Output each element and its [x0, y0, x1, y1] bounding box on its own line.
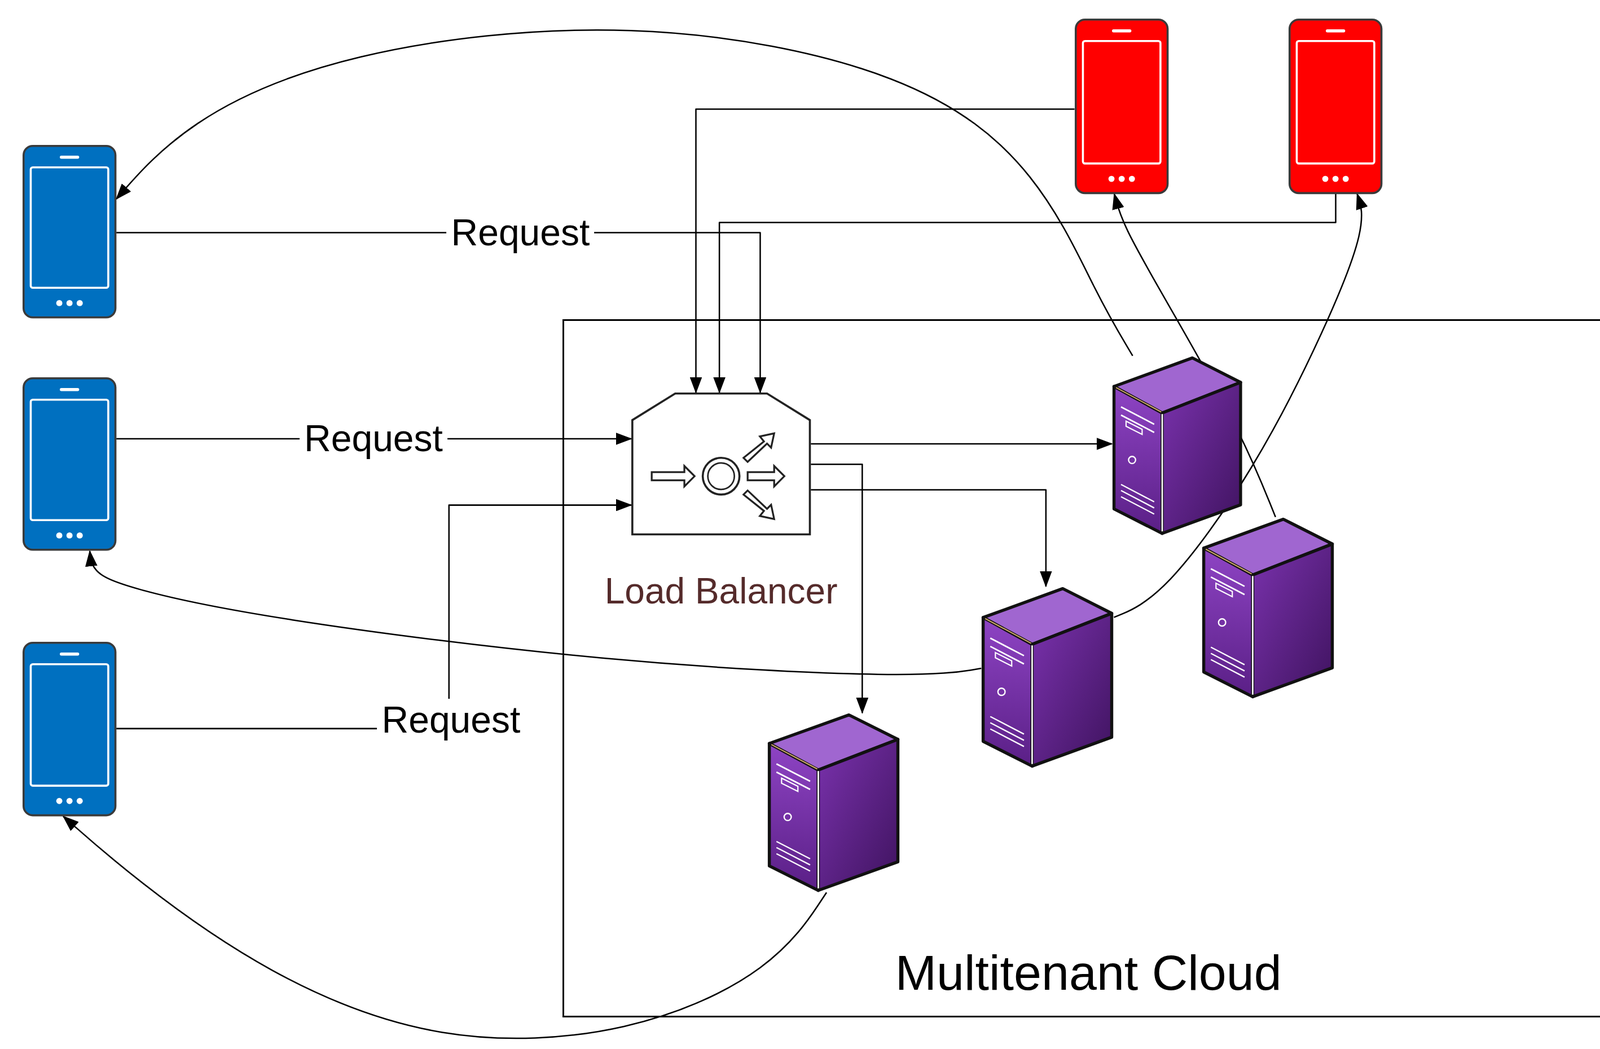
mobile-phone [22, 642, 117, 817]
server [1111, 355, 1243, 536]
server [767, 713, 900, 893]
server [981, 586, 1114, 769]
connector [116, 29, 1133, 356]
edge-label: Request [299, 417, 448, 461]
phone-shape [22, 377, 117, 552]
mobile-phone [22, 377, 117, 552]
server-shape [1111, 355, 1243, 536]
node-label: Load Balancer [604, 570, 838, 613]
connector [810, 443, 1112, 446]
mobile-phone [1288, 18, 1383, 195]
server-shape [767, 713, 900, 893]
phone-shape [22, 642, 117, 817]
load-balancer: Load Balancer [631, 392, 811, 536]
connector [63, 816, 827, 1039]
mobile-phone [1074, 18, 1169, 195]
lb-shape [631, 392, 811, 536]
connector [116, 233, 760, 393]
phone-shape [1074, 18, 1169, 195]
server-shape [981, 586, 1114, 769]
connector [89, 551, 982, 675]
mobile-phone [22, 144, 117, 319]
phone-shape [22, 144, 117, 319]
edge-label: Request [446, 211, 595, 255]
connector [116, 505, 632, 729]
edge-label: Request [377, 699, 526, 742]
connector [116, 438, 632, 441]
cloud-region: Multitenant Cloud Load Balancer [562, 319, 1600, 1018]
connector [696, 109, 1075, 393]
connector [810, 489, 1046, 587]
region-title: Multitenant Cloud [895, 944, 1282, 1002]
server [1201, 517, 1335, 700]
phone-shape [1288, 18, 1383, 195]
connector [719, 194, 1336, 393]
server-shape [1201, 517, 1335, 700]
